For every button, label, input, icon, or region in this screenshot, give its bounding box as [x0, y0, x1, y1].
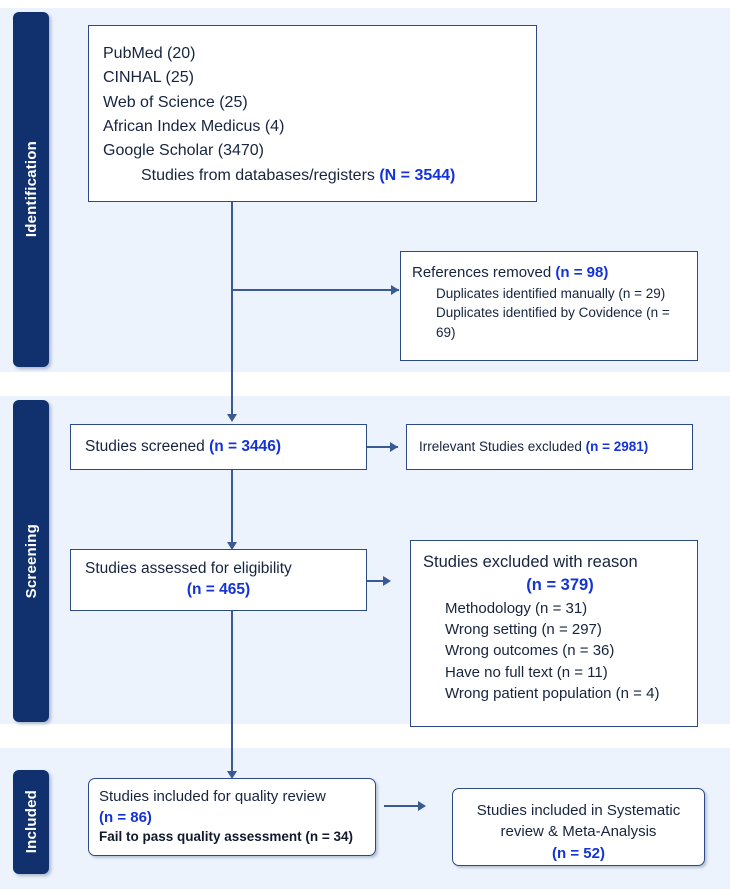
arrowhead-to-irrelevant-excluded: [390, 442, 398, 452]
box-database-sources: PubMed (20) CINHAL (25) Web of Science (…: [88, 25, 537, 202]
final-included-line-1: Studies included in Systematic: [476, 802, 681, 819]
quality-review-fail-note: Fail to pass quality assessment (n = 34): [99, 829, 353, 845]
source-total-label: Studies from databases/registers: [141, 166, 375, 184]
box-final-included: Studies included in Systematic review & …: [452, 788, 705, 866]
phase-label-identification: Identification: [13, 12, 49, 367]
source-line-african-index-medicus: African Index Medicus (4): [103, 117, 285, 135]
irrelevant-excluded-count: (n = 2981): [585, 439, 649, 455]
excluded-reason-no-full-text: Have no full text (n = 11): [445, 663, 608, 681]
source-line-pubmed: PubMed (20): [103, 45, 196, 62]
references-removed-header: References removed (n = 98): [412, 262, 686, 284]
connector-sources-to-removed: [231, 289, 399, 291]
excluded-header-label: Studies excluded with reason: [423, 553, 638, 571]
box-studies-assessed-eligibility: Studies assessed for eligibility (n = 46…: [70, 549, 367, 611]
source-line-web-of-science: Web of Science (25): [103, 93, 248, 111]
arrowhead-to-quality-review: [227, 771, 237, 779]
quality-review-count: (n = 86): [99, 808, 152, 826]
references-removed-label: References removed: [412, 264, 552, 281]
source-line-google-scholar: Google Scholar (3470): [103, 142, 264, 160]
phase-label-included-text: Included: [22, 790, 40, 854]
eligibility-count: (n = 465): [186, 580, 251, 598]
quality-review-label: Studies included for quality review: [99, 788, 326, 805]
connector-eligibility-to-excluded: [367, 580, 389, 582]
studies-screened-label: Studies screened: [85, 437, 205, 455]
references-removed-count: (n = 98): [555, 264, 609, 281]
studies-screened-count: (n = 3446): [209, 437, 282, 455]
phase-label-screening: Screening: [13, 400, 49, 722]
references-removed-detail-covidence-wrap: 69): [436, 324, 456, 340]
box-studies-screened: Studies screened (n = 3446): [70, 424, 367, 470]
excluded-reason-wrong-setting: Wrong setting (n = 297): [445, 621, 602, 639]
references-removed-detail-covidence: Duplicates identified by Covidence (n =: [436, 305, 670, 321]
excluded-reason-methodology: Methodology (n = 31): [445, 599, 588, 617]
source-total-line: Studies from databases/registers (N = 35…: [103, 164, 536, 188]
box-studies-included-quality-review: Studies included for quality review (n =…: [88, 778, 376, 856]
connector-sources-to-screened: [231, 202, 233, 420]
connector-screened-to-irrelevant: [367, 446, 398, 448]
final-included-count: (n = 52): [552, 844, 605, 862]
excluded-reason-wrong-outcomes: Wrong outcomes (n = 36): [445, 642, 615, 660]
phase-label-identification-text: Identification: [22, 141, 40, 238]
phase-label-included: Included: [13, 770, 49, 874]
arrowhead-to-final-included: [418, 801, 426, 811]
connector-screened-to-eligibility: [231, 470, 233, 548]
box-studies-excluded-with-reason: Studies excluded with reason (n = 379) M…: [410, 540, 698, 727]
final-included-line-2: review & Meta-Analysis: [500, 823, 657, 841]
irrelevant-excluded-line: Irrelevant Studies excluded (n = 2981): [419, 438, 648, 456]
arrowhead-to-studies-screened: [227, 414, 237, 422]
excluded-header-count: (n = 379): [526, 576, 594, 595]
box-references-removed: References removed (n = 98) Duplicates i…: [400, 251, 698, 361]
arrowhead-to-references-removed: [391, 285, 399, 295]
connector-eligibility-to-quality: [231, 611, 233, 777]
arrowhead-to-eligibility: [227, 542, 237, 550]
source-line-cinhal: CINHAL (25): [103, 69, 194, 87]
references-removed-detail-manual: Duplicates identified manually (n = 29): [436, 285, 666, 301]
connector-quality-to-final: [384, 805, 424, 807]
arrowhead-to-studies-excluded: [383, 576, 391, 586]
phase-label-screening-text: Screening: [22, 523, 40, 599]
eligibility-label: Studies assessed for eligibility: [85, 560, 292, 577]
studies-screened-line: Studies screened (n = 3446): [85, 437, 281, 457]
irrelevant-excluded-label: Irrelevant Studies excluded: [419, 439, 582, 455]
excluded-reason-wrong-population: Wrong patient population (n = 4): [445, 685, 660, 703]
box-irrelevant-studies-excluded: Irrelevant Studies excluded (n = 2981): [406, 424, 693, 470]
source-total-count: (N = 3544): [379, 166, 456, 184]
